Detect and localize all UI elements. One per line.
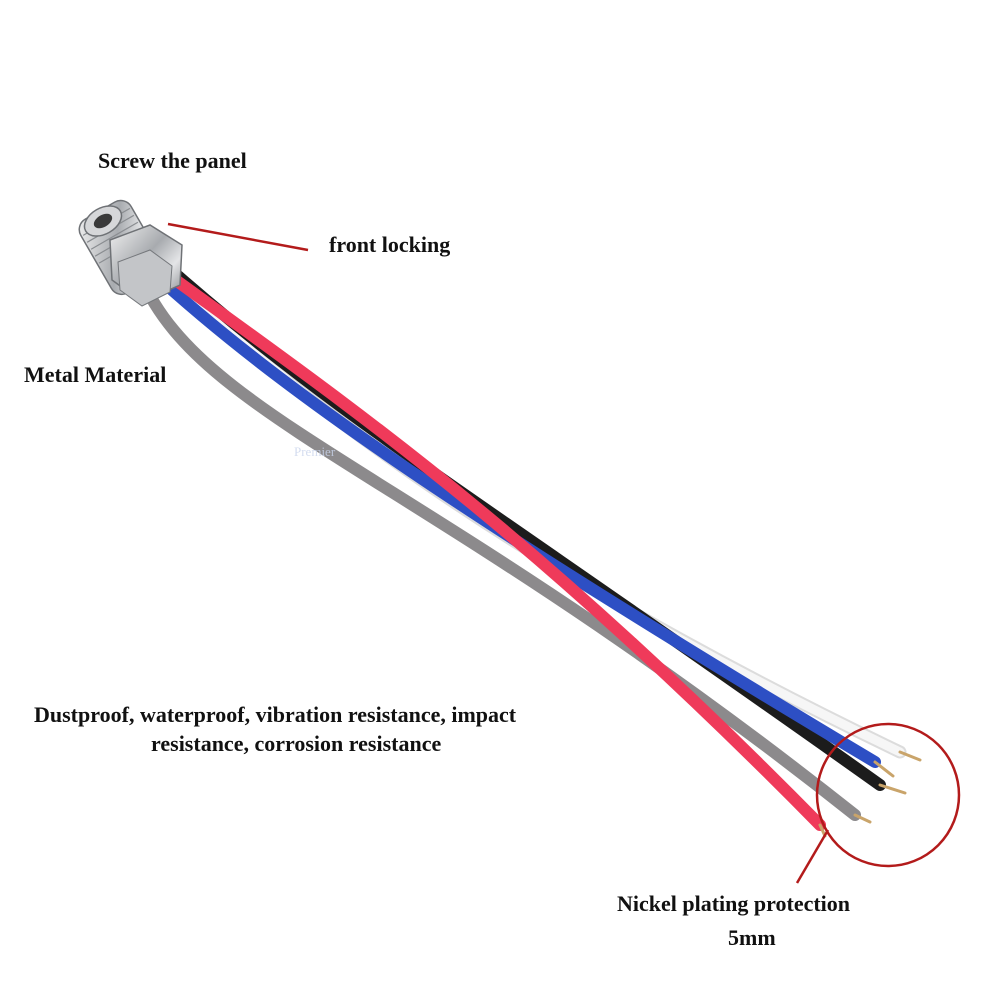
nickel-plating-label-line1: Nickel plating protection: [617, 891, 851, 916]
screw-the-panel-label: Screw the panel: [98, 148, 247, 173]
wire-tips: [818, 750, 922, 838]
nickel-plating-label-line2: 5mm: [728, 925, 776, 950]
metal-material-label: Metal Material: [24, 362, 167, 387]
front-locking-label: front locking: [329, 232, 451, 257]
features-label-line2: resistance, corrosion resistance: [151, 731, 442, 756]
features-label-line1: Dustproof, waterproof, vibration resista…: [34, 702, 517, 727]
nickel-plating-callout-circle: [815, 722, 961, 868]
metal-connector: [78, 199, 183, 307]
wire-blue: [144, 264, 881, 768]
wire-white: [143, 255, 907, 759]
wire-bundle: [134, 255, 907, 831]
nickel-plating-callout-line: [795, 829, 830, 884]
front-locking-callout-line: [167, 222, 309, 252]
wire-red: [149, 259, 826, 831]
watermark-text: Premier: [294, 444, 336, 459]
